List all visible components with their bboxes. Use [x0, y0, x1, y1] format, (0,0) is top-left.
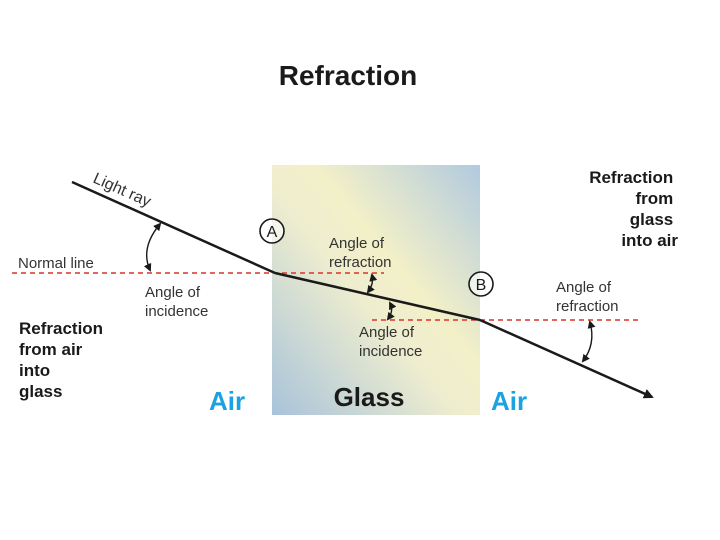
- light-ray-in-glass: [274, 271, 481, 322]
- diagram-title: Refraction: [279, 60, 417, 91]
- angle-of-incidence-label-1: Angle of incidence: [145, 284, 208, 320]
- angle-arc-refraction-1: [366, 273, 378, 294]
- point-b-marker: B: [468, 271, 494, 297]
- angle-of-incidence-label-2: Angle of incidence: [359, 324, 422, 360]
- angle-arc-incidence-2: [386, 301, 397, 321]
- angle-of-refraction-label-1: Angle of refraction: [329, 235, 392, 271]
- medium-label-air-right: Air: [491, 386, 527, 416]
- normal-line-label: Normal line: [18, 255, 94, 272]
- point-a-marker: A: [259, 218, 285, 244]
- caption-glass-into-air: Refraction from glass into air: [589, 168, 678, 250]
- point-b-label: B: [476, 277, 487, 294]
- light-ray-emergent: [479, 318, 654, 399]
- glass-block: [272, 165, 480, 415]
- light-ray-incident: [71, 180, 276, 275]
- angle-arc-refraction-2: [581, 320, 596, 363]
- angle-arc-incidence-1: [143, 222, 162, 272]
- point-a-label: A: [267, 224, 278, 241]
- caption-air-into-glass: Refraction from air into glass: [19, 319, 108, 401]
- medium-label-glass: Glass: [334, 382, 405, 412]
- angle-of-refraction-label-2: Angle of refraction: [556, 279, 619, 315]
- medium-label-air-left: Air: [209, 386, 245, 416]
